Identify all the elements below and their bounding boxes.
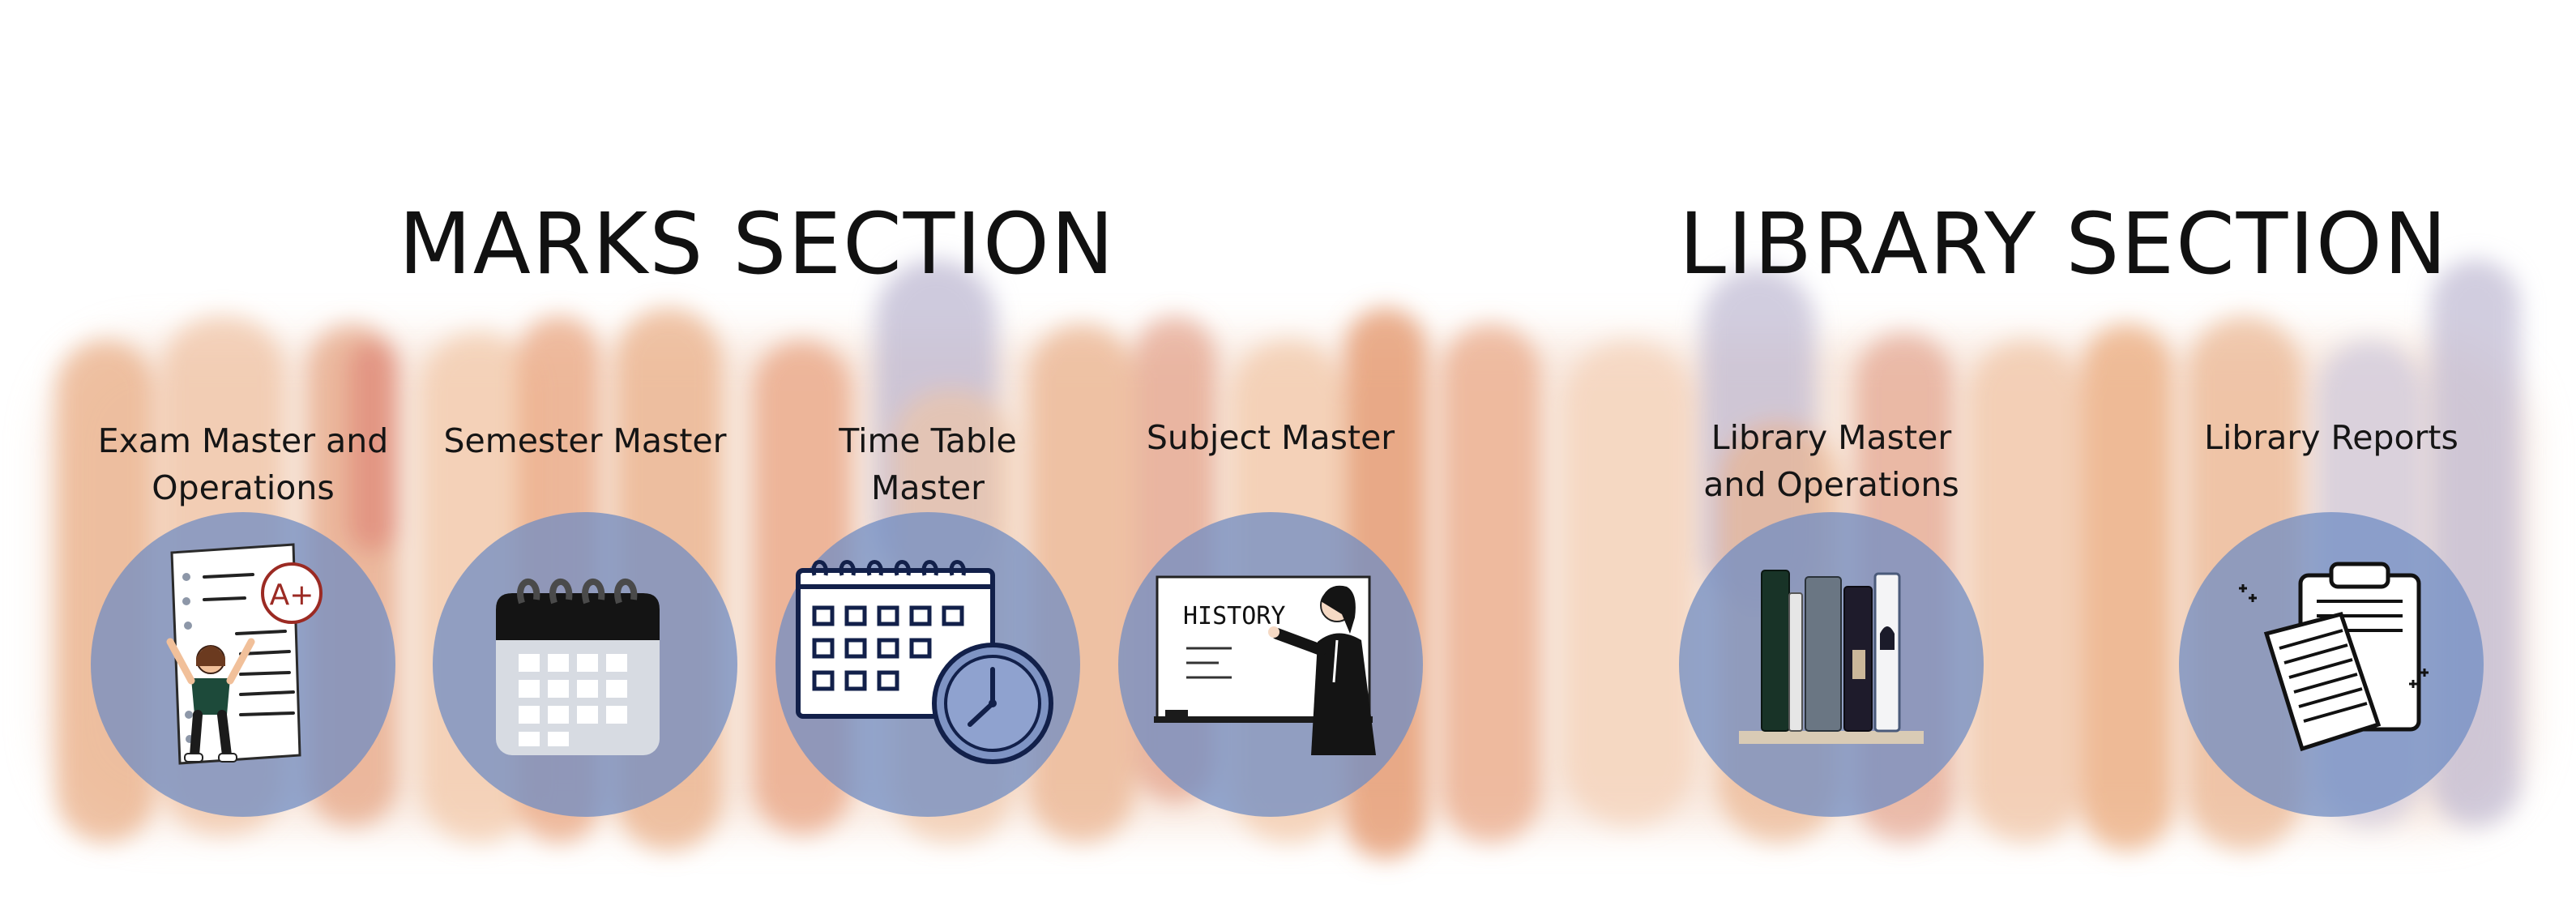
timetable-clock-icon (796, 560, 1053, 764)
tile-label: Library Master and Operations (1703, 418, 1959, 504)
time-table-master-button[interactable] (775, 512, 1080, 817)
subject-master-button[interactable]: HISTORY (1118, 512, 1423, 817)
library-section-title: LIBRARY SECTION (1679, 194, 2449, 293)
semester-master-button[interactable] (433, 512, 737, 817)
tile-label: Subject Master (1146, 418, 1395, 457)
tile-label: Library Reports (2204, 418, 2459, 457)
library-master-button[interactable] (1679, 512, 1984, 817)
exam-paper-icon: A+ (166, 543, 323, 765)
svg-text:A+: A+ (270, 579, 314, 612)
tile-time-table-master[interactable]: Time Table Master (758, 417, 1098, 822)
tile-library-reports[interactable]: Library Reports (2161, 417, 2501, 822)
tile-exam-master[interactable]: Exam Master and Operations A+ (73, 417, 413, 822)
tile-subject-master[interactable]: Subject Master HISTORY (1100, 417, 1441, 822)
svg-text:HISTORY: HISTORY (1183, 602, 1285, 630)
books-icon (1739, 570, 1924, 744)
calendar-icon (496, 579, 660, 755)
tile-semester-master[interactable]: Semester Master (415, 417, 755, 822)
exam-master-button[interactable]: A+ (91, 512, 395, 817)
tile-label: Exam Master and Operations (97, 421, 389, 507)
library-reports-button[interactable] (2179, 512, 2484, 817)
marks-section-title: MARKS SECTION (399, 194, 1116, 293)
teacher-whiteboard-icon: HISTORY (1154, 575, 1376, 755)
reports-clipboard-icon (2239, 562, 2429, 752)
tile-label: Time Table Master (839, 421, 1017, 507)
tile-library-master[interactable]: Library Master and Operations (1661, 417, 2001, 822)
tile-label: Semester Master (443, 421, 727, 460)
